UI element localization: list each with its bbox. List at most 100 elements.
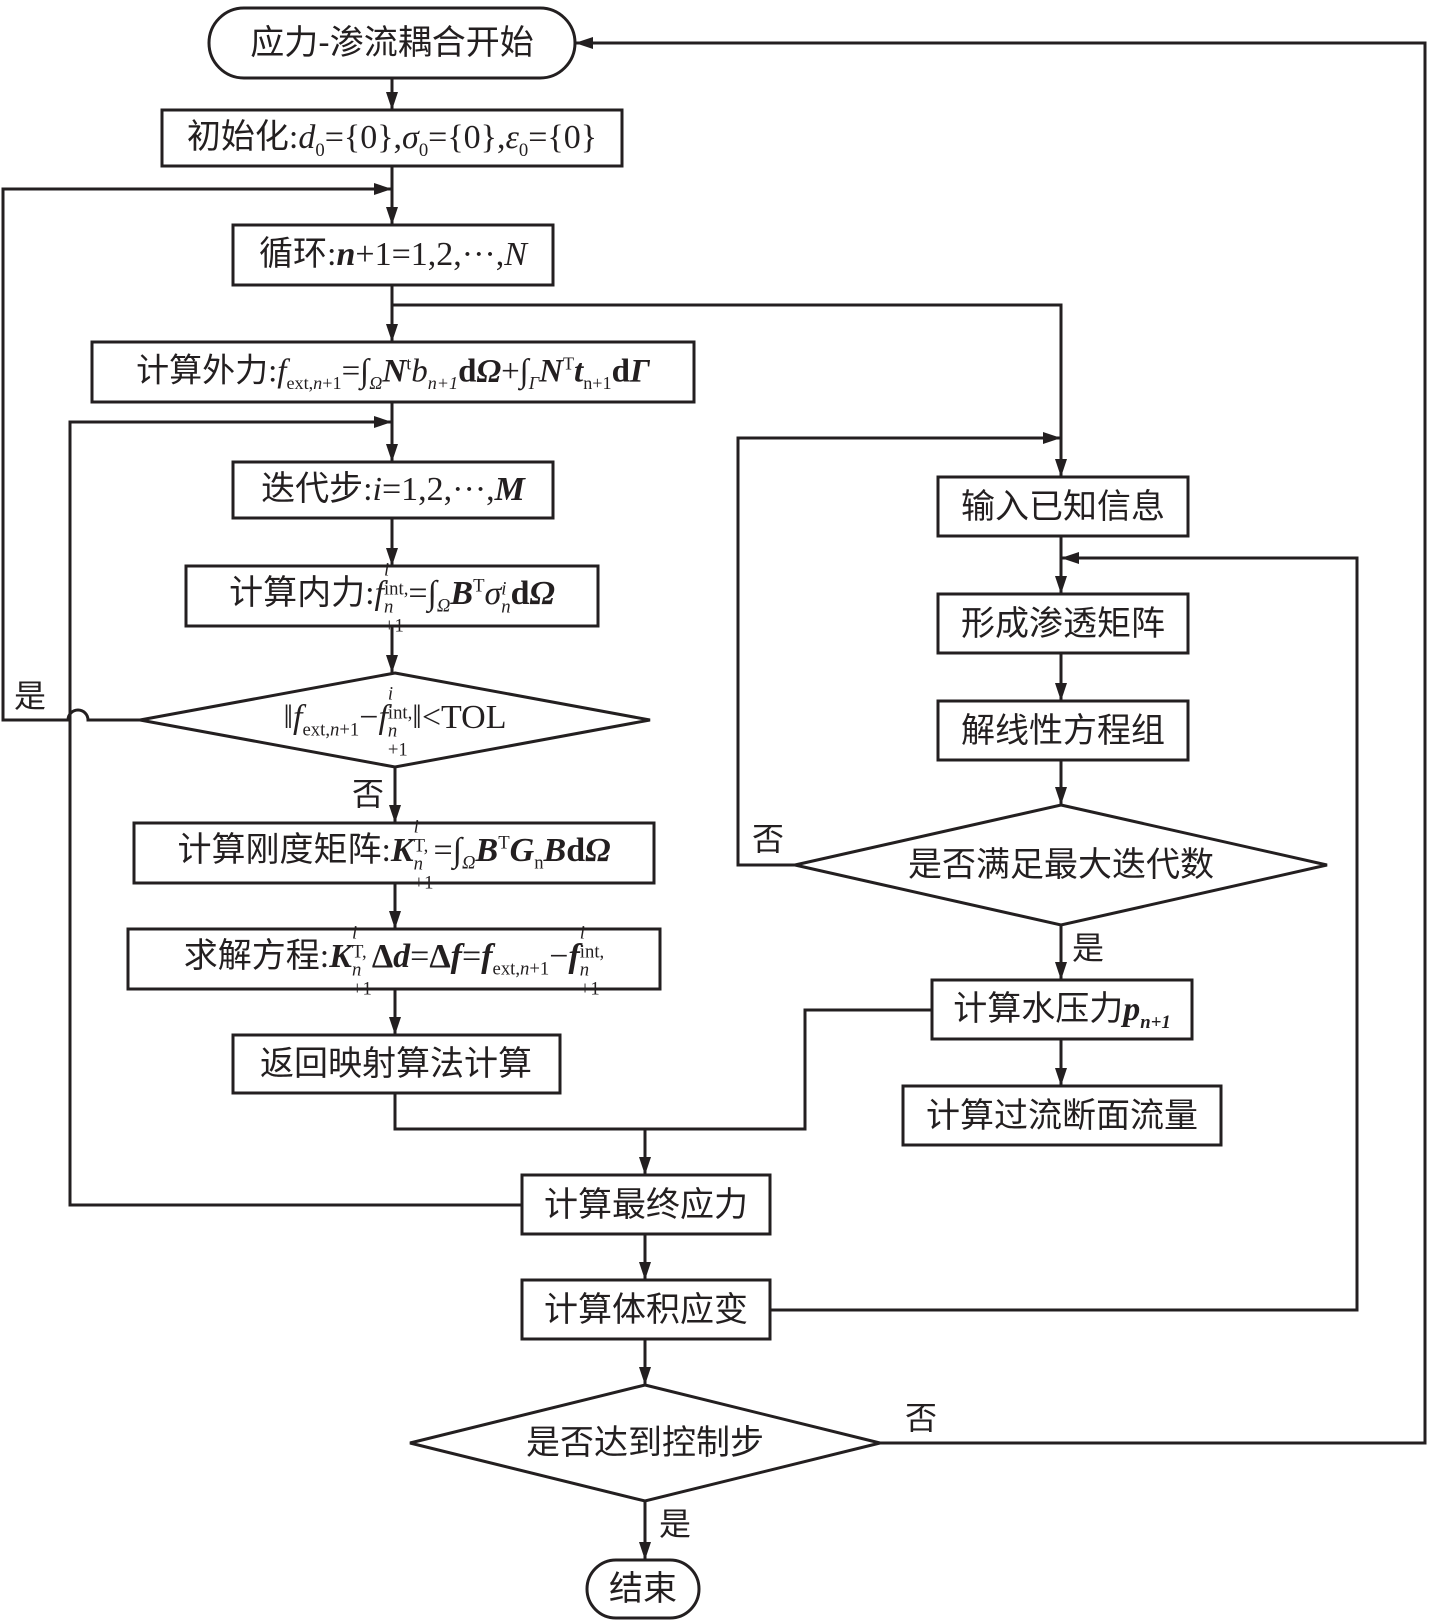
water-pressure-sub: n+1 bbox=[1140, 1011, 1171, 1033]
converge-sub-p1a: +1 bbox=[339, 719, 360, 741]
final-stress-label: 计算最终应力 bbox=[544, 1185, 748, 1225]
control-step-label: 是否达到控制步 bbox=[526, 1423, 764, 1463]
iter-i-symbol: i bbox=[372, 471, 383, 508]
converge-sub-n1: n bbox=[330, 719, 340, 741]
edge-label-converge-yes: 是 bbox=[14, 677, 47, 715]
int-force-sup-i: i bbox=[383, 559, 390, 581]
perm-matrix-box bbox=[936, 592, 1190, 655]
loop-prefix: 循环: bbox=[259, 236, 337, 273]
int-force-sub-n: n bbox=[383, 597, 394, 618]
converge-sub-ext: ext, bbox=[302, 719, 331, 741]
flow-rate-label: 计算过流断面流量 bbox=[926, 1096, 1198, 1136]
solve-f: f bbox=[450, 937, 463, 975]
loop-n-symbol: n bbox=[336, 236, 356, 273]
perm-matrix-label: 形成渗透矩阵 bbox=[961, 604, 1165, 644]
ext-force-domain: Ω bbox=[369, 373, 383, 394]
edge-label-control-yes: 是 bbox=[659, 1505, 692, 1543]
ext-force-sub-n: n bbox=[313, 373, 323, 394]
linear-solve-box bbox=[936, 699, 1190, 762]
solve-prefix: 求解方程: bbox=[183, 937, 330, 975]
end-label: 结束 bbox=[609, 1569, 677, 1609]
int-force-sigma: σ bbox=[484, 574, 502, 612]
iter-range: =1,2,···, bbox=[382, 471, 495, 508]
ext-force-label: 计算外力:fext,n+1=∫ΩNtbn+1dΩ+∫ΓNTtn+1dΓ bbox=[136, 353, 650, 392]
ext-force-N2: N bbox=[539, 353, 563, 390]
ext-force-boundary: Γ bbox=[528, 373, 540, 394]
int-force-f: f bbox=[374, 574, 384, 612]
ext-force-b: b bbox=[411, 353, 428, 390]
ext-force-integral-1: =∫ bbox=[341, 353, 370, 390]
init-box bbox=[160, 108, 624, 168]
solve-f-int: f bbox=[568, 937, 580, 975]
stiffness-sub-T: T, bbox=[413, 835, 429, 857]
solve-sub-p1b: +1 bbox=[529, 958, 550, 980]
solve-sub-int: int, bbox=[579, 941, 605, 963]
stiffness-sub-n: n bbox=[413, 854, 423, 875]
iter-M-symbol: M bbox=[494, 471, 525, 508]
ext-force-N: N bbox=[382, 353, 407, 390]
ext-force-sup-t: t bbox=[406, 353, 412, 374]
solve-sub-n3: n bbox=[579, 960, 590, 981]
solve-box bbox=[126, 927, 662, 991]
linear-solve-label: 解线性方程组 bbox=[961, 711, 1165, 751]
stiffness-omega: Ω bbox=[585, 831, 611, 869]
loop-label: 循环:n+1=1,2,···,N bbox=[259, 238, 527, 272]
end-terminal bbox=[585, 1558, 701, 1620]
input-info-box bbox=[936, 475, 1190, 538]
ext-force-d2: d bbox=[611, 353, 630, 390]
int-force-sigma-sub: n bbox=[501, 597, 511, 618]
ext-force-t-sub: n+1 bbox=[583, 373, 612, 394]
solve-sub-n2: n bbox=[520, 958, 530, 980]
edge-label-converge-no: 否 bbox=[352, 775, 385, 813]
init-sigma-symbol: σ bbox=[402, 119, 419, 156]
stiffness-G: G bbox=[509, 831, 535, 869]
stiffness-G-sub: n bbox=[534, 852, 544, 874]
init-d-value: ={0} bbox=[324, 119, 394, 156]
converge-f-ext: f bbox=[293, 698, 303, 736]
stiffness-sup-T: T bbox=[498, 832, 510, 854]
ext-force-gamma: Γ bbox=[629, 353, 650, 390]
solve-K: K bbox=[329, 937, 352, 975]
input-info-label: 输入已知信息 bbox=[961, 487, 1165, 527]
converge-f-int: f bbox=[378, 698, 388, 736]
solve-eq-1: = bbox=[410, 937, 430, 975]
start-label: 应力-渗流耦合开始 bbox=[250, 23, 534, 63]
int-force-sigma-sup: i bbox=[501, 578, 507, 600]
init-eps-value: ={0} bbox=[528, 119, 598, 156]
water-pressure-prefix: 计算水压力 bbox=[953, 991, 1124, 1028]
water-pressure-label: 计算水压力pn+1 bbox=[953, 991, 1170, 1032]
init-sigma-value: ={0} bbox=[428, 119, 497, 156]
arrowheads bbox=[374, 37, 1079, 1560]
int-force-omega: Ω bbox=[529, 574, 555, 612]
init-label: 初始化:d0={0},σ0={0},ε0={0} bbox=[187, 119, 598, 160]
solve-f-ext: f bbox=[481, 937, 493, 975]
stiffness-box bbox=[132, 821, 656, 885]
init-sep-2: , bbox=[497, 119, 506, 156]
init-eps-subscript: 0 bbox=[518, 139, 529, 161]
iter-label: 迭代步:i=1,2,···,M bbox=[261, 473, 525, 507]
ext-force-sup-T: T bbox=[562, 353, 575, 374]
int-force-sub-int: int, bbox=[383, 578, 409, 600]
ext-force-d1: d bbox=[458, 353, 477, 390]
stiffness-B1: B bbox=[475, 831, 499, 869]
solve-d: d bbox=[393, 937, 411, 975]
vol-strain-box bbox=[520, 1278, 772, 1341]
converge-sub-n2: n bbox=[387, 721, 398, 742]
int-force-sub-plus1: +1 bbox=[383, 615, 404, 637]
int-force-d: d bbox=[510, 574, 530, 612]
int-force-sup-T: T bbox=[473, 575, 485, 597]
ext-force-integral-2: +∫ bbox=[501, 353, 529, 390]
ext-force-box bbox=[90, 340, 696, 404]
solve-delta-2: Δ bbox=[429, 937, 451, 975]
vol-strain-label: 计算体积应变 bbox=[544, 1290, 748, 1330]
stiffness-B2: B bbox=[543, 831, 567, 869]
stiffness-prefix: 计算刚度矩阵: bbox=[177, 831, 391, 869]
init-eps-symbol: ε bbox=[505, 119, 519, 156]
int-force-domain: Ω bbox=[436, 595, 451, 617]
int-force-integral: =∫ bbox=[408, 574, 437, 612]
init-sigma-subscript: 0 bbox=[418, 139, 429, 161]
